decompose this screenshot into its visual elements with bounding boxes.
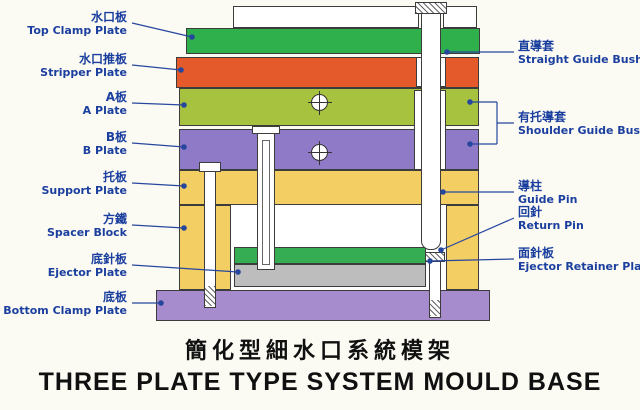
label-stripper-plate: 水口推板 Stripper Plate (40, 52, 127, 79)
label-bottom-clamp-plate-en: Bottom Clamp Plate (3, 304, 127, 317)
label-support-plate-zh: 托板 (102, 170, 127, 184)
label-return-pin-en: Return Pin (518, 219, 584, 232)
label-a-plate-zh: A板 (105, 90, 127, 104)
label-b-plate: B板 B Plate (83, 130, 127, 157)
label-guide-pin-en: Guide Pin (518, 193, 578, 206)
support-screw-thread-hatch (205, 286, 215, 306)
crosshair-v-lower (319, 141, 320, 165)
title-block: 簡化型細水口系統模架 THREE PLATE TYPE SYSTEM MOULD… (0, 333, 640, 397)
label-guide-pin-zh: 導柱 (518, 179, 543, 193)
label-support-plate: 托板 Support Plate (41, 170, 127, 197)
label-ejector-plate-zh: 底針板 (90, 252, 127, 266)
top-plate-segment-left (233, 6, 419, 28)
label-b-plate-en: B Plate (82, 144, 127, 157)
label-a-plate: A板 A Plate (83, 90, 127, 117)
center-pin-inner (262, 140, 270, 265)
top-plate-segment-right (443, 6, 477, 28)
label-spacer-block-zh: 方鐵 (102, 212, 127, 226)
label-top-clamp-plate-en: Top Clamp Plate (27, 24, 127, 37)
label-support-plate-en: Support Plate (41, 184, 127, 197)
label-guide-pin: 導柱 Guide Pin (518, 179, 577, 206)
label-top-clamp-plate: 水口板 Top Clamp Plate (27, 10, 127, 37)
label-stripper-plate-en: Stripper Plate (40, 66, 127, 79)
label-spacer-block: 方鐵 Spacer Block (47, 212, 127, 239)
label-stripper-plate-zh: 水口推板 (78, 52, 127, 66)
label-ejector-plate-en: Ejector Plate (47, 266, 127, 279)
support-screw-shaft (204, 171, 216, 308)
crosshair-h-upper (308, 102, 332, 103)
label-shoulder-guide-bush-en: Shoulder Guide Bush (518, 124, 640, 137)
ejector-plate-shape (234, 264, 426, 287)
label-ejector-plate: 底針板 Ejector Plate (48, 252, 127, 279)
label-top-clamp-plate-zh: 水口板 (90, 10, 127, 24)
label-b-plate-zh: B板 (105, 130, 127, 144)
crosshair-h-lower (308, 152, 332, 153)
label-straight-guide-bush-zh: 直導套 (518, 39, 555, 53)
label-ejector-retainer-plate-en: Ejector Retainer Plate (518, 260, 640, 273)
label-straight-guide-bush-en: Straight Guide Bush (518, 53, 640, 66)
label-ejector-retainer-plate: 面針板 Ejector Retainer Plate (518, 246, 640, 273)
crosshair-v-upper (319, 91, 320, 115)
label-ejector-retainer-plate-zh: 面針板 (518, 246, 555, 260)
label-shoulder-guide-bush: 有托導套 Shoulder Guide Bush (518, 110, 640, 137)
label-bottom-clamp-plate: 底板 Bottom Clamp Plate (3, 290, 127, 317)
guide-pin-shaft (421, 13, 441, 250)
diagram-title-english: THREE PLATE TYPE SYSTEM MOULD BASE (38, 368, 602, 396)
spacer-block-right-shape (446, 205, 479, 290)
label-bottom-clamp-plate-zh: 底板 (102, 290, 127, 304)
diagram-title-chinese: 簡化型細水口系統模架 (184, 339, 455, 364)
label-shoulder-guide-bush-zh: 有托導套 (518, 110, 567, 124)
label-return-pin: 回針 Return Pin (518, 205, 584, 232)
label-a-plate-en: A Plate (82, 104, 127, 117)
label-return-pin-zh: 回針 (518, 205, 543, 219)
label-spacer-block-en: Spacer Block (46, 226, 127, 239)
label-straight-guide-bush: 直導套 Straight Guide Bush (518, 39, 640, 66)
return-pin-thread-hatch (430, 300, 440, 316)
